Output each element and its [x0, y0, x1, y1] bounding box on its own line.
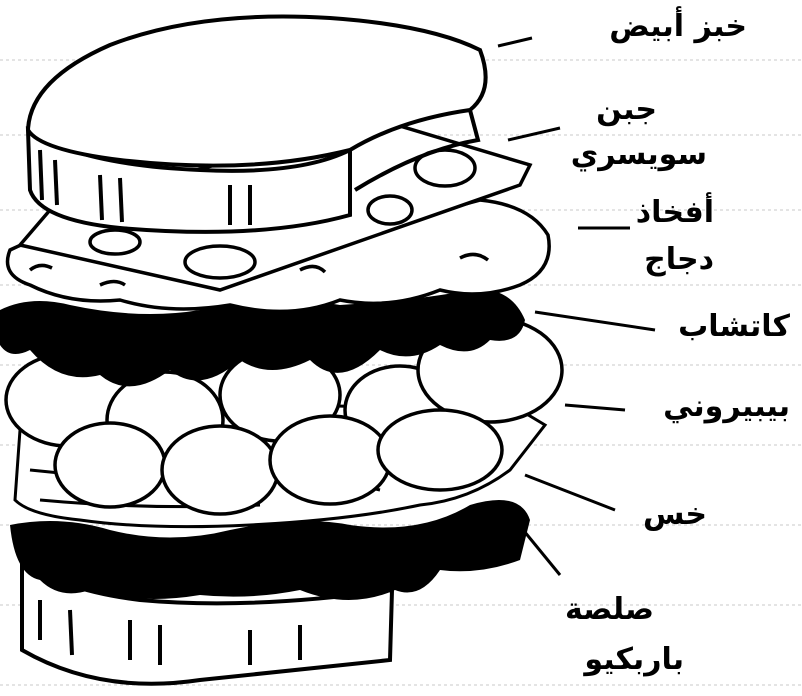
label-bbq-sauce-line2: باربكيو [584, 645, 684, 675]
label-chicken-line2: دجاج [644, 245, 714, 275]
label-lettuce: خس [643, 500, 707, 530]
label-ketchup: كاتشاب [678, 312, 790, 342]
label-bbq-sauce-line1: صلصة [565, 595, 654, 625]
label-white-bread: خبز أبيض [609, 12, 747, 42]
label-pepperoni: بيبيروني [663, 392, 790, 422]
label-swiss-cheese-line2: سويسري [571, 140, 707, 170]
label-swiss-cheese-line1: جبن [596, 95, 657, 125]
label-chicken-line1: أفخاذ [636, 198, 714, 228]
